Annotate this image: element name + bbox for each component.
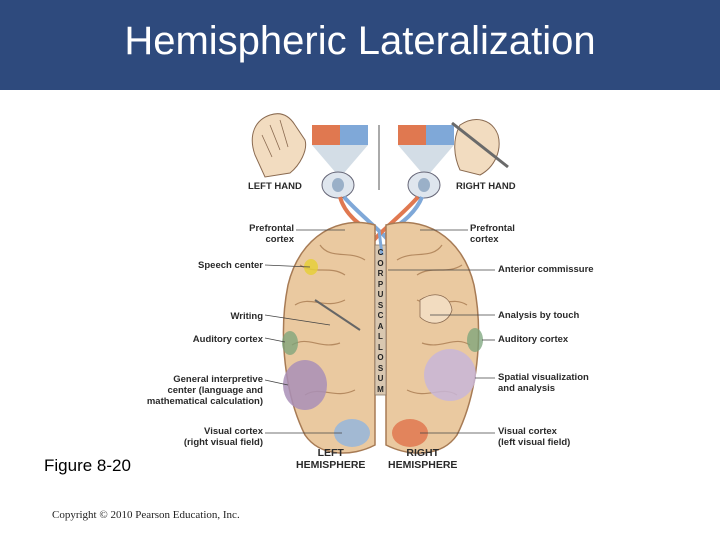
right-auditory-region (467, 328, 483, 352)
general-interpretive-center-label: General interpretive center (language an… (146, 374, 263, 407)
figure-caption: Figure 8-20 (44, 456, 131, 475)
general-interpretive-region (283, 360, 327, 410)
writing-label: Writing (230, 311, 263, 322)
brain-illustration (251, 113, 509, 454)
corpus-callosum-letter: P (377, 279, 384, 289)
corpus-callosum-letter: L (378, 332, 383, 341)
right-hand-label: RIGHT HAND (456, 181, 516, 192)
corpus-callosum-letter: R (377, 269, 384, 278)
leader-lines (264, 229, 495, 434)
visual-cortex-left-label: Visual cortex (right visual field) (183, 426, 263, 448)
auditory-cortex-right-label: Auditory cortex (498, 334, 569, 345)
right-visual-cortex-region (392, 419, 428, 447)
slide-title: Hemispheric Lateralization (124, 18, 596, 63)
corpus-callosum-letter: A (377, 321, 384, 331)
spatial-visualization-region (424, 349, 476, 401)
corpus-callosum-letter: U (377, 374, 384, 383)
corpus-callosum-letter: O (377, 258, 384, 268)
corpus-callosum-letter: L (378, 342, 383, 352)
anterior-commissure-label: Anterior commissure (498, 264, 594, 275)
left-hand-icon (251, 113, 307, 178)
corpus-callosum-letter: C (377, 248, 384, 257)
right-visual-field-box (398, 125, 454, 173)
prefrontal-cortex-right-label: Prefrontal cortex (470, 223, 515, 245)
visual-cortex-right-label: Visual cortex (left visual field) (498, 426, 571, 448)
corpus-callosum-letter: O (377, 353, 384, 362)
corpus-callosum-letter: M (377, 384, 384, 394)
left-auditory-region (282, 331, 298, 355)
corpus-callosum-letter: S (377, 300, 384, 310)
auditory-cortex-left-label: Auditory cortex (192, 334, 263, 345)
left-hemisphere (282, 221, 376, 454)
speech-center-region (304, 259, 318, 275)
right-hand-icon (451, 119, 509, 176)
left-hand-label: LEFT HAND (248, 181, 302, 192)
corpus-callosum-letter: S (377, 363, 384, 373)
corpus-callosum-letter: C (377, 311, 384, 320)
left-eye-icon (321, 171, 355, 199)
left-hemisphere-label: LEFT HEMISPHERE (296, 447, 366, 471)
title-bar: Hemispheric Lateralization (0, 0, 720, 90)
spatial-visualization-label: Spatial visualization and analysis (498, 372, 589, 394)
speech-center-label: Speech center (198, 260, 263, 271)
left-visual-field-box (312, 125, 368, 173)
copyright-notice: Copyright © 2010 Pearson Education, Inc. (52, 509, 240, 521)
right-hemisphere (385, 221, 483, 454)
right-hemisphere-label: RIGHT HEMISPHERE (388, 447, 458, 471)
right-eye-icon (407, 171, 441, 199)
hemispheric-lateralization-diagram: LEFT HAND RIGHT HAND Prefrontal cortex P… (130, 95, 610, 485)
left-visual-cortex-region (334, 419, 370, 447)
corpus-callosum-letter: U (377, 290, 384, 299)
analysis-by-touch-label: Analysis by touch (498, 310, 580, 321)
prefrontal-cortex-left-label: Prefrontal cortex (249, 223, 294, 245)
